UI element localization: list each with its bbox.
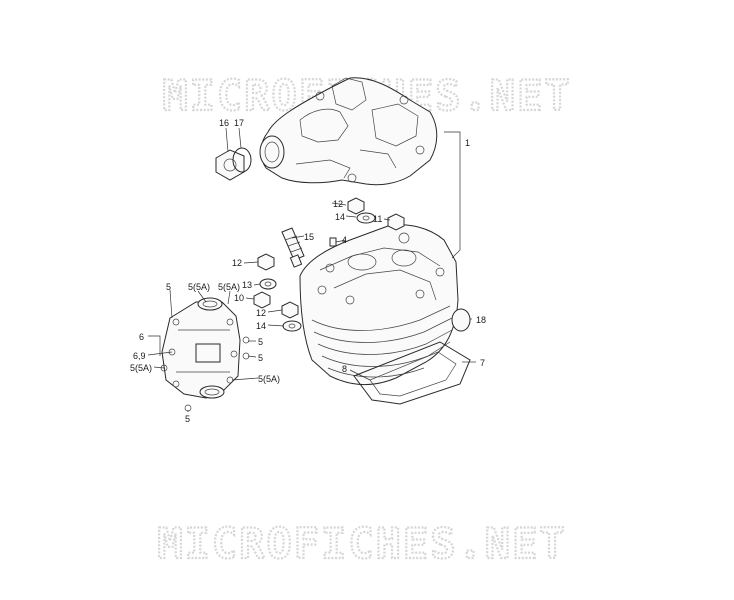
callout-13: 13	[242, 280, 252, 290]
callout-15: 15	[304, 232, 314, 242]
callout-14-a: 14	[335, 212, 345, 222]
callout-4: 4	[342, 235, 347, 245]
plug	[451, 308, 471, 332]
oil-filler-cap	[215, 149, 245, 181]
callout-17: 17	[234, 118, 244, 128]
callout-5-5a-1: 5(5A)	[188, 282, 210, 292]
o-ring	[232, 147, 252, 173]
watermark-bottom: MICROFICHES.NET	[157, 519, 566, 568]
spark-plug	[281, 227, 305, 268]
callout-1: 1	[465, 138, 470, 148]
callout-10: 10	[234, 293, 244, 303]
dowel-4	[329, 237, 337, 247]
camshaft-holder	[160, 297, 250, 412]
callout-5-5a-3: 5(5A)	[130, 363, 152, 373]
leader-lines	[147, 127, 476, 412]
callout-16: 16	[219, 118, 229, 128]
callout-14-b: 14	[256, 321, 266, 331]
nut-12-a	[347, 197, 365, 215]
washer-14-b	[282, 320, 302, 332]
cylinder-head	[299, 224, 459, 386]
washer-14-a	[356, 212, 376, 224]
nut-12-c	[281, 301, 299, 319]
callout-5-bottom: 5	[185, 414, 190, 424]
nut-12-b	[257, 253, 275, 271]
callout-12-a: 12	[333, 199, 343, 209]
washer-13	[259, 278, 277, 290]
callout-5-5a-4: 5(5A)	[258, 374, 280, 384]
callout-5-top: 5	[166, 282, 171, 292]
callout-5-right-2: 5	[258, 353, 263, 363]
cylinder-gasket	[353, 341, 471, 405]
callout-7: 7	[480, 358, 485, 368]
callout-6: 6	[139, 332, 144, 342]
nut-10	[253, 291, 271, 309]
bolt-11	[387, 213, 405, 231]
callout-8: 8	[342, 364, 347, 374]
callout-6-9: 6,9	[133, 351, 146, 361]
callout-5-right-1: 5	[258, 337, 263, 347]
callout-18: 18	[476, 315, 486, 325]
callout-5-5a-2: 5(5A)	[218, 282, 240, 292]
cylinder-head-cover	[259, 77, 438, 186]
callout-12-b: 12	[232, 258, 242, 268]
callout-12-c: 12	[256, 308, 266, 318]
callout-11: 11	[373, 214, 382, 224]
callout-labels: 16 17 1 12 14 11 15 4 12 13 10 12 14 18 …	[130, 118, 486, 424]
